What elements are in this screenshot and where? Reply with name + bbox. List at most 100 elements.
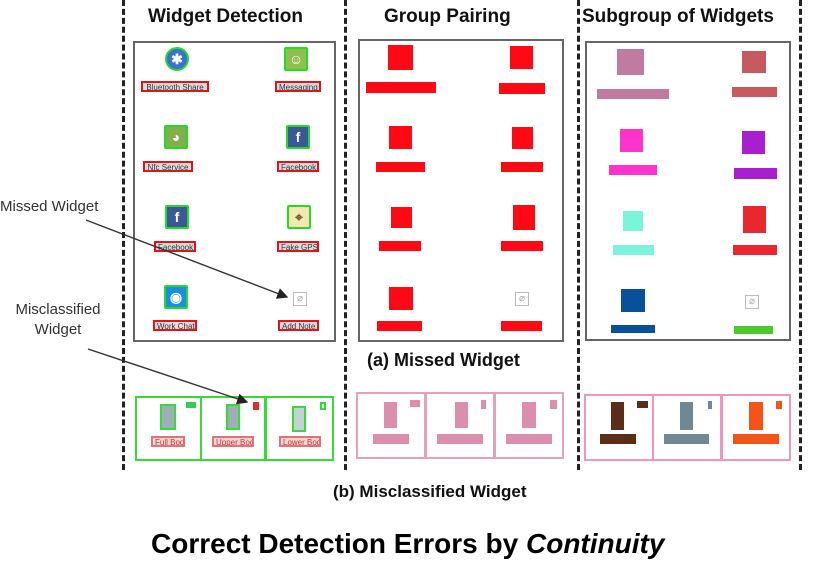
separator-middle-left xyxy=(344,0,347,470)
pair-corner-box xyxy=(410,400,420,407)
subgroup-icon-box xyxy=(743,206,766,233)
subgroup-icon-box xyxy=(620,129,643,152)
subgroup-icon-box xyxy=(742,131,765,154)
caption-missed-widget: (a) Missed Widget xyxy=(367,350,520,370)
pairing-tile xyxy=(356,392,426,459)
misclassified-widget-arrow xyxy=(87,348,249,405)
pair-label-box xyxy=(501,241,543,251)
figure-title-emphasis: Continuity xyxy=(526,528,665,559)
pair-icon-box xyxy=(513,205,535,230)
pair-icon-box xyxy=(512,127,533,149)
group-pairing-panel: ⌀ xyxy=(358,39,564,342)
corner-icon-box xyxy=(186,402,196,408)
pairing-tile xyxy=(425,392,495,459)
subgroup-label-box xyxy=(600,434,636,444)
pair-label-box xyxy=(506,434,552,444)
messaging-icon: ☺ xyxy=(284,47,308,71)
subgroup-corner-box xyxy=(637,401,648,408)
pair-corner-box xyxy=(550,400,557,409)
pair-label-box xyxy=(499,83,545,94)
column-title-group-pairing: Group Pairing xyxy=(384,6,511,27)
pair-label-box xyxy=(379,241,421,251)
misclassified-widget-annotation: Misclassified Widget xyxy=(8,300,108,340)
figure-title: Correct Detection Errors by Continuity xyxy=(151,528,664,560)
subgroup-label-box-mismatch xyxy=(734,326,773,334)
widget-label: Messaging xyxy=(275,81,321,92)
widget-label: Lower Body xyxy=(279,436,321,447)
body-icon-box xyxy=(226,404,240,430)
detection-tile-full-body: Full Body xyxy=(135,396,202,461)
subgroup-label-box xyxy=(609,165,657,175)
subgroup-icon-box xyxy=(749,402,763,430)
subgroup-tile xyxy=(584,394,654,461)
facebook-icon: f xyxy=(286,125,310,149)
widget-label: Add Note xyxy=(278,320,319,331)
detection-tile-lower-body: Lower Body xyxy=(265,396,334,461)
pair-label-box xyxy=(377,321,422,331)
corner-icon-box xyxy=(320,402,326,410)
separator-middle-right xyxy=(577,0,580,470)
figure-title-prefix: Correct Detection Errors by xyxy=(151,528,526,559)
subgroup-label-box xyxy=(597,89,669,99)
subgroup-label-box xyxy=(732,87,777,97)
pair-icon-box xyxy=(389,126,412,149)
pair-icon-box xyxy=(389,287,413,310)
missed-widget-annotation: Missed Widget xyxy=(0,198,99,215)
subgroup-label-box xyxy=(613,245,654,255)
subgroup-label-box xyxy=(611,325,655,333)
widget-label: Bluetooth Share xyxy=(141,81,209,92)
pair-corner-box xyxy=(481,400,486,409)
subgroup-icon-box xyxy=(742,51,766,73)
widget-label: Nfc Service xyxy=(143,161,193,172)
subgroup-corner-box xyxy=(776,401,782,409)
pair-icon-box xyxy=(391,207,412,228)
widget-detection-panel: ✱ Bluetooth Share ☺ Messaging ◕ Nfc Serv… xyxy=(133,41,336,342)
corner-icon-box-misclassified xyxy=(253,402,259,410)
body-icon-box xyxy=(160,404,176,430)
missed-widget-arrow xyxy=(85,219,289,299)
column-title-subgroup-of-widgets: Subgroup of Widgets xyxy=(582,6,774,27)
bluetooth-icon: ✱ xyxy=(165,47,189,71)
widget-label: Work Chat xyxy=(153,320,197,331)
subgroup-icon-box xyxy=(623,211,643,231)
gps-icon: ⌖ xyxy=(287,205,311,229)
note-edit-icon: ⌀ xyxy=(515,292,529,306)
pair-icon-box xyxy=(455,402,468,428)
note-edit-icon: ⌀ xyxy=(293,292,307,306)
column-title-widget-detection: Widget Detection xyxy=(148,6,303,27)
pairing-tile xyxy=(494,392,564,459)
misclassified-line-1: Misclassified xyxy=(15,301,101,318)
pair-icon-box xyxy=(510,46,533,69)
misclassified-line-2: Widget xyxy=(34,321,82,338)
pair-label-box xyxy=(373,434,409,444)
subgroup-label-box xyxy=(734,168,777,179)
subgroup-panel: ⌀ xyxy=(585,41,791,341)
subgroup-icon-box xyxy=(611,402,624,430)
pair-label-box xyxy=(437,434,483,444)
pair-label-box xyxy=(501,162,543,172)
android-icon: ◕ xyxy=(164,125,188,149)
pair-label-box xyxy=(376,162,425,172)
widget-label: Facebook xyxy=(277,161,319,172)
subgroup-label-box xyxy=(733,434,779,444)
subgroup-icon-box xyxy=(621,289,645,312)
separator-right xyxy=(799,0,802,470)
widget-label: Full Body xyxy=(151,436,185,447)
workchat-icon: ◉ xyxy=(164,285,188,309)
subgroup-label-box xyxy=(733,245,777,255)
pair-icon-box xyxy=(384,402,397,428)
pair-label-box xyxy=(501,321,542,331)
widget-label: Fake GPS xyxy=(277,241,319,252)
pair-icon-box xyxy=(388,45,413,70)
pair-label-box xyxy=(366,82,436,93)
subgroup-corner-box xyxy=(708,401,712,409)
subgroup-icon-box xyxy=(680,402,693,430)
subgroup-label-box xyxy=(664,434,709,444)
body-icon-box xyxy=(292,406,306,432)
subgroup-tile xyxy=(721,394,791,461)
widget-label: Upper Body xyxy=(212,436,254,447)
subgroup-icon-box xyxy=(617,49,644,75)
pair-icon-box xyxy=(522,402,536,428)
facebook-icon: f xyxy=(165,205,189,229)
